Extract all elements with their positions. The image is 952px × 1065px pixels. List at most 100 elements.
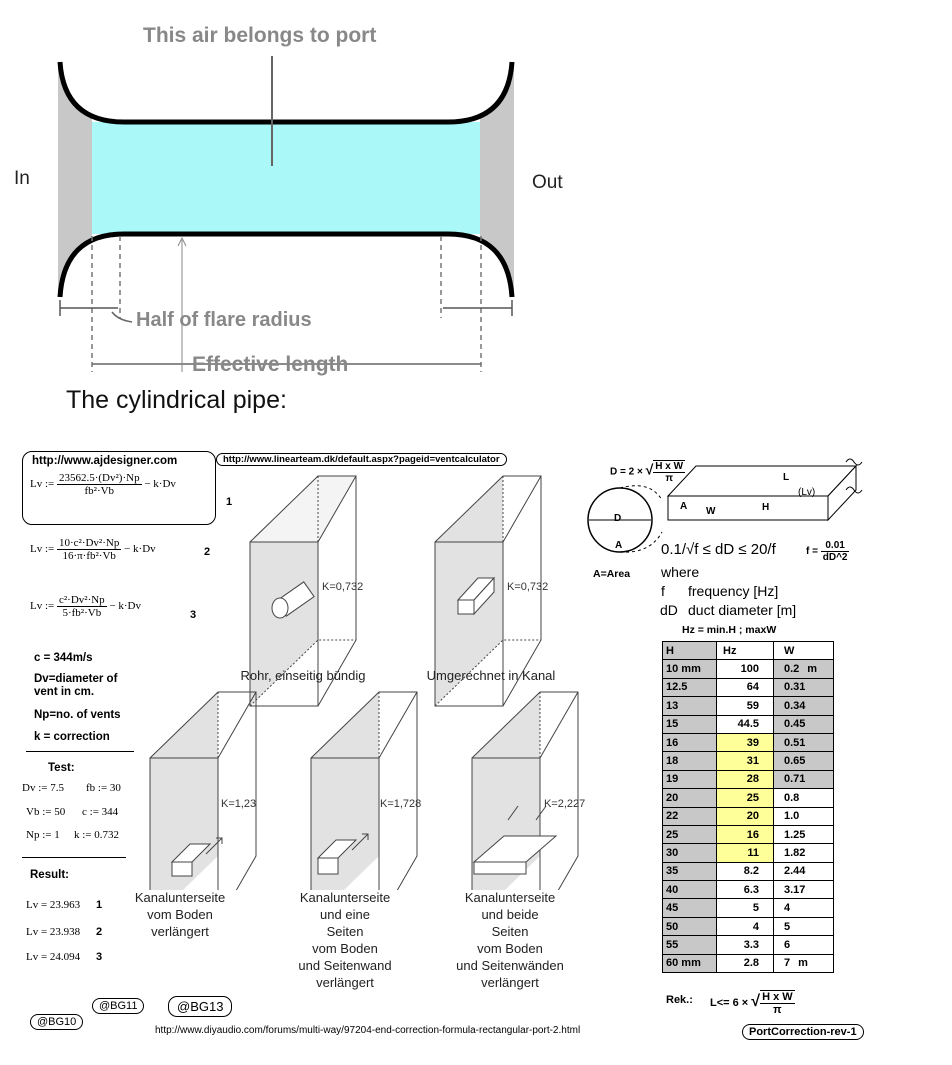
result-1-number: 1 — [96, 899, 103, 911]
box-rectangular-port — [434, 475, 542, 707]
pipe-bottom-wall — [57, 231, 515, 298]
tag-bg10[interactable]: @BG10 — [30, 1014, 84, 1030]
linearteam-link[interactable]: http://www.linearteam.dk/default.aspx?pa… — [216, 453, 507, 466]
ajdesigner-link[interactable]: http://www.ajdesigner.com — [32, 455, 178, 467]
f-definition: frequency [Hz] — [688, 583, 779, 599]
cell-hz: 16 — [716, 824, 774, 845]
cell-h: 50 — [662, 916, 717, 937]
box-floor-both-sides-extended — [471, 691, 579, 890]
cell-hz: 4 — [716, 916, 774, 937]
cell-w: 1.82 — [773, 843, 834, 863]
result-3-number: 3 — [96, 951, 103, 963]
cell-hz: 20 — [716, 806, 774, 826]
result-2-number: 2 — [96, 926, 103, 938]
test-np: Np := 1 — [26, 829, 60, 841]
cell-hz: 64 — [716, 677, 774, 698]
tag-bg13[interactable]: @BG13 — [168, 996, 233, 1017]
cell-w: 1.0 — [773, 806, 834, 826]
table-header-cell: H — [662, 640, 717, 661]
box-diagrams — [149, 475, 579, 890]
effective-length-label: Effective length — [192, 353, 349, 376]
def-k: k = correction — [34, 731, 110, 743]
cell-hz: 5 — [716, 898, 774, 918]
area-label: A=Area — [593, 568, 631, 580]
def-c: c = 344m/s — [34, 652, 93, 664]
in-label: In — [14, 168, 30, 189]
cell-h: 25 — [662, 824, 717, 845]
tag-bg11[interactable]: @BG11 — [92, 998, 145, 1014]
cell-h: 10 mm — [662, 659, 717, 679]
duct-label-a: A — [615, 540, 623, 551]
cell-hz: 2.8 — [716, 953, 774, 974]
cell-w: 0.45 — [773, 714, 834, 734]
cell-h: 18 — [662, 751, 717, 771]
cell-hz: 25 — [716, 788, 774, 808]
cell-hz: 11 — [716, 843, 774, 863]
hz-note: Hz = min.H ; maxW — [682, 624, 777, 636]
pipe-diagram — [57, 56, 515, 372]
box-round-port — [249, 475, 357, 707]
cell-w: 3.17 — [773, 880, 834, 900]
cell-h: 12.5 — [662, 677, 717, 698]
cell-h: 15 — [662, 714, 717, 734]
cell-h: 22 — [662, 806, 717, 826]
diameter-rule: 0.1/√f ≤ dD ≤ 20/f — [661, 541, 776, 558]
cell-w: 0.8 — [773, 788, 834, 808]
duct-label-lv: (Lv) — [798, 487, 816, 498]
table-header-cell: Hz — [716, 640, 774, 661]
port-air-label: This air belongs to port — [143, 24, 377, 47]
divider-1 — [26, 751, 134, 752]
box-2-caption: Umgerechnet in Kanal — [426, 668, 556, 683]
cell-hz: 44.5 — [716, 714, 774, 734]
cell-hz: 100 — [716, 659, 774, 679]
revision-tag: PortCorrection-rev-1 — [742, 1024, 864, 1040]
duct-sketch — [587, 458, 863, 553]
duct-label-d: D — [614, 513, 622, 524]
cell-hz: 39 — [716, 732, 774, 753]
cell-w: 0.65 — [773, 751, 834, 771]
duct-label-l: L — [783, 472, 790, 483]
def-dv-1: Dv=diameter of — [34, 673, 118, 685]
cell-w: 0.71 — [773, 769, 834, 790]
cell-w: 0.51 — [773, 732, 834, 753]
pipe-title: The cylindrical pipe: — [66, 386, 287, 414]
cell-hz: 59 — [716, 696, 774, 716]
diyaudio-link[interactable]: http://www.diyaudio.com/forums/multi-way… — [155, 1025, 581, 1036]
cell-h: 40 — [662, 880, 717, 900]
cell-hz: 28 — [716, 769, 774, 790]
test-heading: Test: — [48, 762, 75, 774]
result-1: Lv = 23.963 — [26, 899, 81, 911]
table-header-cell: W — [773, 640, 834, 661]
result-3: Lv = 24.094 — [26, 951, 81, 963]
test-fb: fb := 30 — [86, 782, 121, 794]
result-heading: Result: — [30, 869, 69, 881]
cell-h: 55 — [662, 935, 717, 955]
formula-1-number: 1 — [226, 496, 233, 508]
cell-w: 0.31 — [773, 677, 834, 698]
cell-h: 19 — [662, 769, 717, 790]
cell-h: 45 — [662, 898, 717, 918]
cell-w: 6 — [773, 935, 834, 955]
duct-label-h: H — [762, 502, 770, 513]
box-4-k: K=1,728 — [380, 798, 422, 810]
cell-h: 13 — [662, 696, 717, 716]
